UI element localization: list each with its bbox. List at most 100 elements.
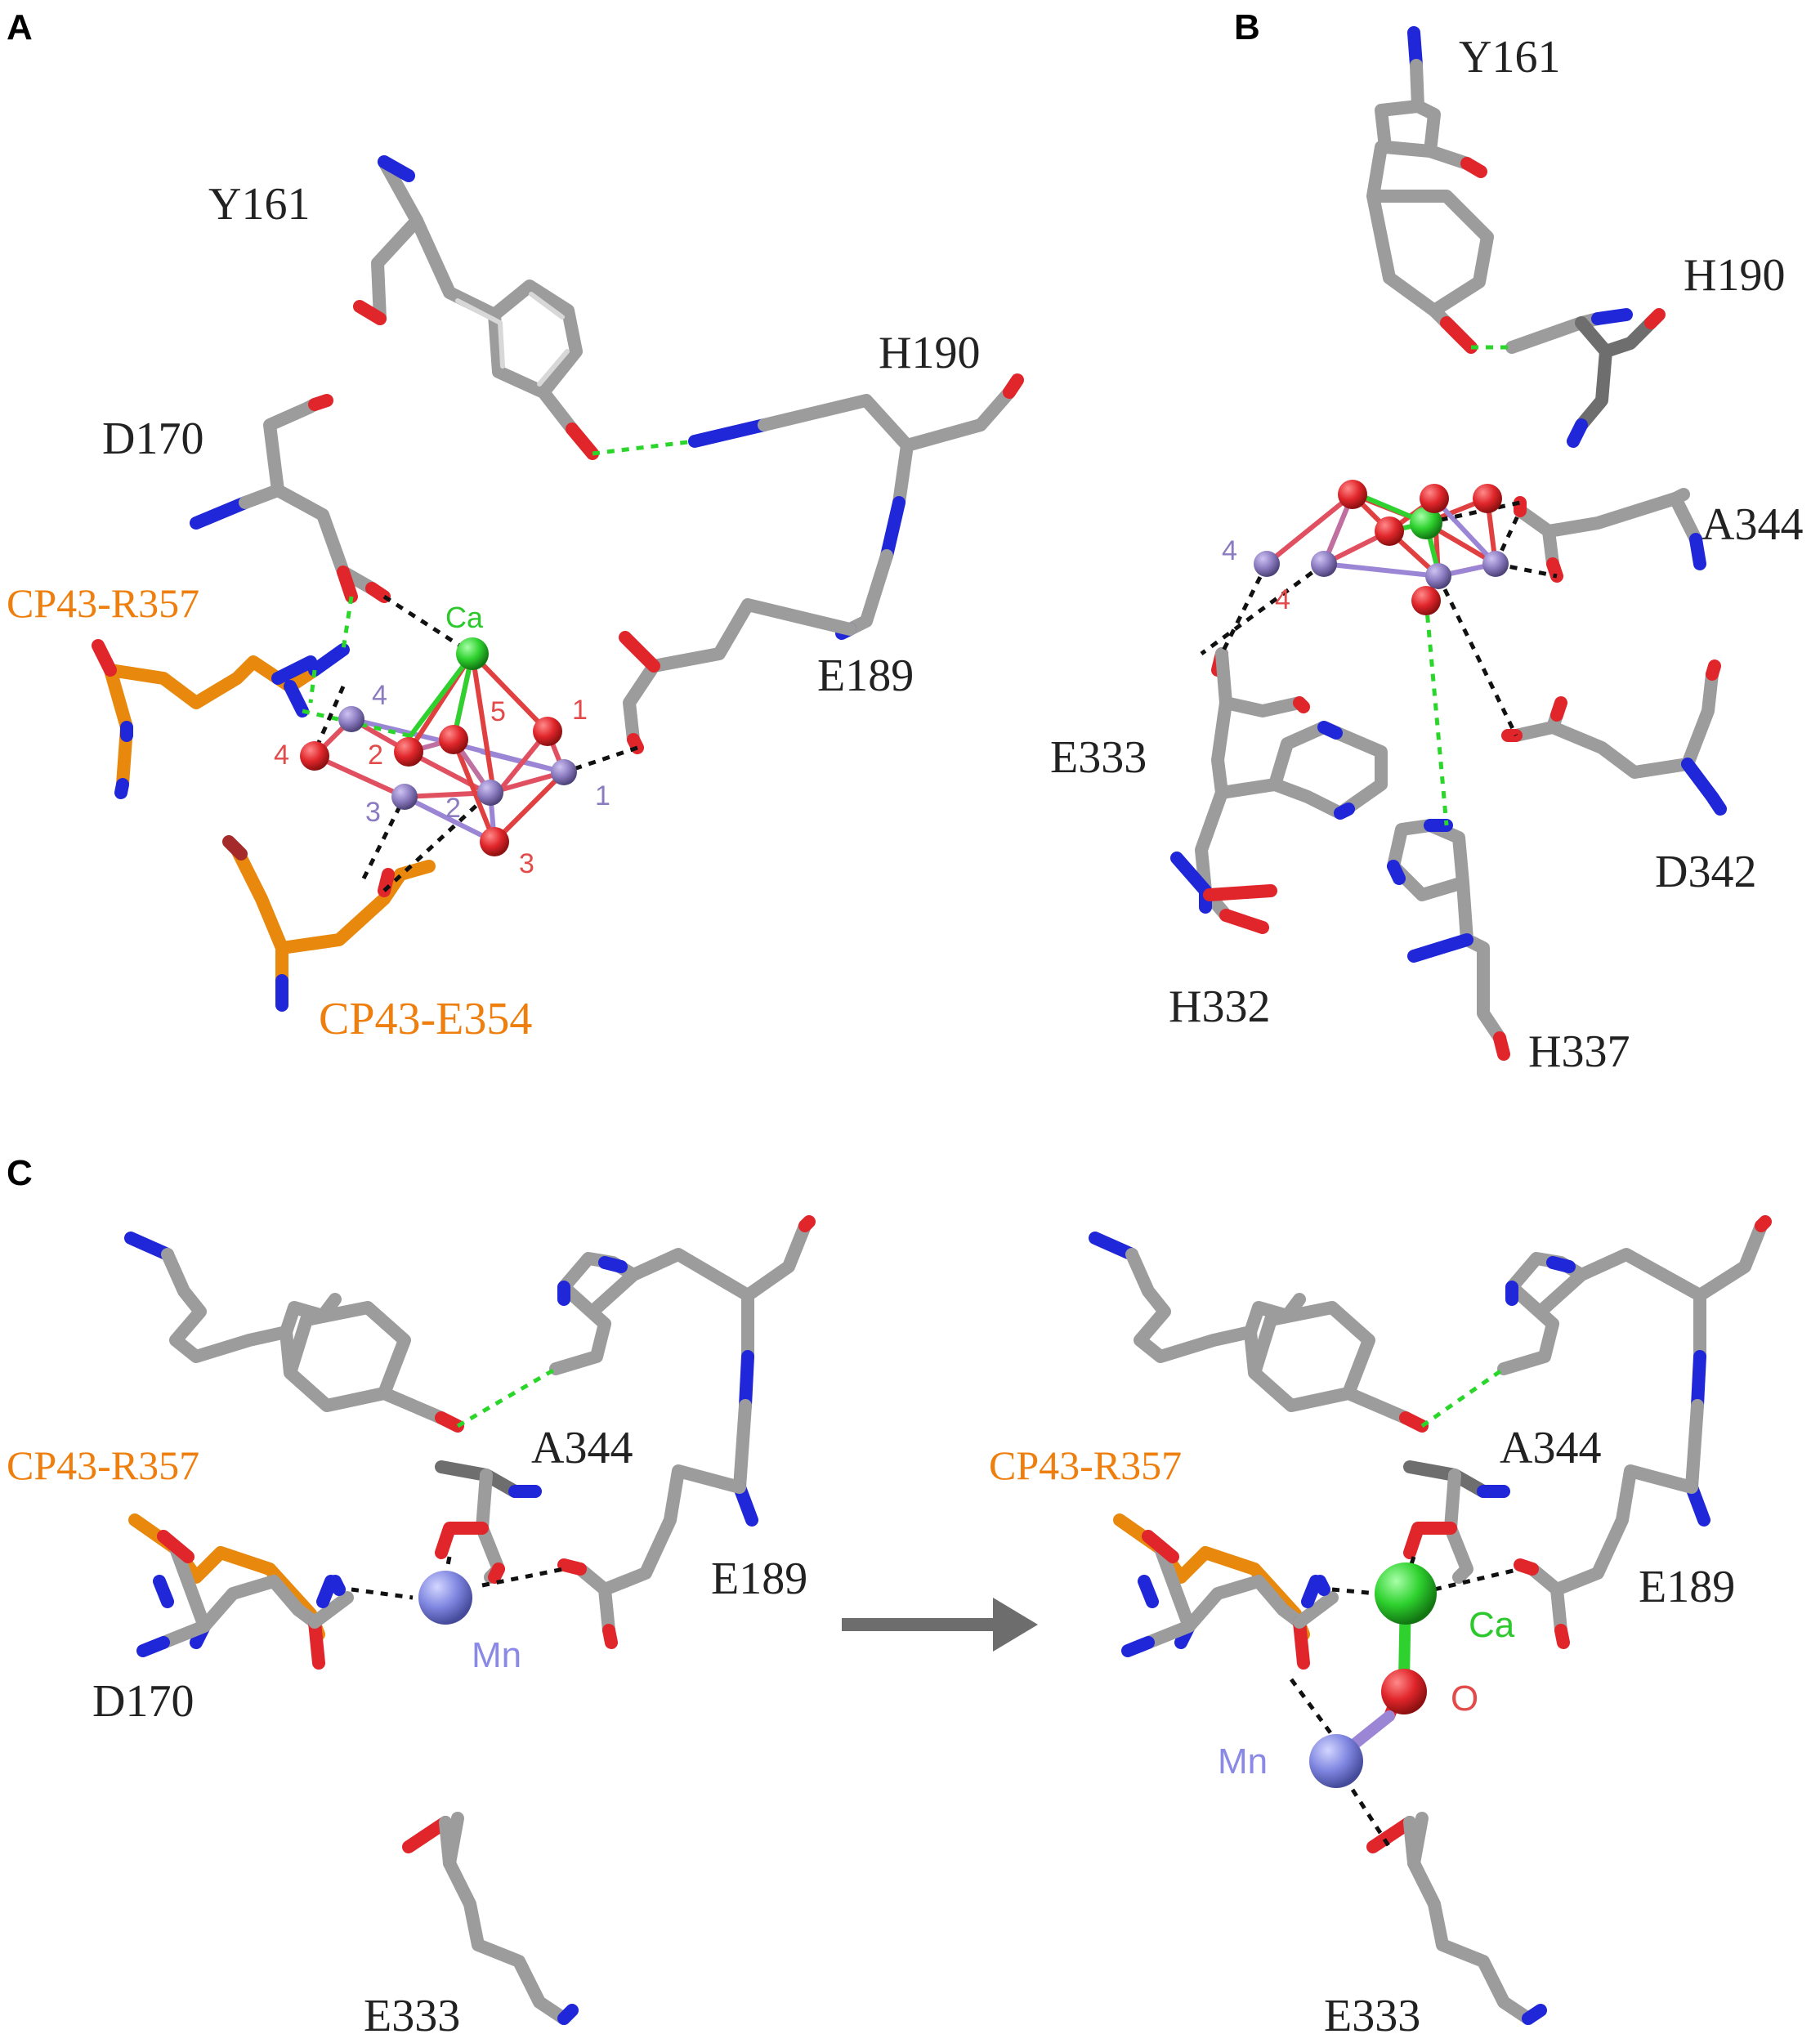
label-o-c-right: O: [1451, 1679, 1478, 1719]
mn-ion-c-right: [1309, 1734, 1363, 1788]
label-d342-b: D342: [1655, 847, 1756, 897]
hbonds-a: [302, 439, 695, 892]
cluster-atoms-a: [300, 637, 577, 856]
mn3-atom-b: [1311, 551, 1337, 577]
residue-e333-c-right: [1366, 1812, 1547, 2025]
residue-h190-b: [1505, 308, 1666, 448]
mn-ion-c-left: [418, 1571, 472, 1625]
o3-atom-b: [1411, 586, 1441, 615]
o5-atom-b: [1420, 484, 1449, 513]
label-mn2-a: 2: [445, 793, 461, 824]
label-mn4-a: 4: [372, 680, 387, 711]
label-o4-a: 4: [274, 740, 289, 771]
label-cp43-e354-a: CP43-E354: [319, 994, 532, 1044]
residue-d342-b: [1501, 659, 1727, 816]
o1-atom-a: [533, 717, 562, 746]
label-a344-b: A344: [1701, 499, 1803, 550]
arrow-head: [993, 1598, 1038, 1652]
panel-c: C: [7, 1153, 1772, 2041]
residue-e333-c-left: [402, 1812, 579, 2025]
o-atom-c-right: [1381, 1669, 1427, 1714]
residue-h190-a: [688, 373, 1024, 640]
label-y161-b: Y161: [1459, 32, 1560, 83]
o3-atom-a: [480, 827, 509, 856]
label-y161-a: Y161: [208, 179, 310, 230]
residue-y161-c-left: [124, 1232, 464, 1433]
mn4-atom-b: [1254, 551, 1280, 577]
label-o3-a: 3: [519, 848, 534, 879]
label-e189-c-left: E189: [711, 1553, 807, 1604]
label-ca-a: Ca: [445, 601, 484, 634]
label-mn3-a: 3: [365, 797, 381, 828]
residue-d170-cp43-c-left: [128, 1513, 354, 1670]
label-cp43-r357-a: CP43-R357: [7, 580, 199, 626]
o2-atom-b: [1375, 516, 1404, 546]
o1-atom-b: [1473, 484, 1502, 513]
label-o5-a: 5: [490, 696, 506, 727]
label-h190-b: H190: [1684, 250, 1785, 301]
label-o2-a: 2: [368, 740, 383, 771]
panel-c-right: A344 CP43-R357 E189 Ca O Mn E333: [989, 1215, 1772, 2041]
residue-cp43-r357-a: [92, 639, 350, 799]
label-d170-c-left: D170: [92, 1676, 194, 1727]
residue-h190-c-left: [549, 1215, 816, 1527]
label-e189-c-right: E189: [1639, 1562, 1735, 1612]
ca-atom-a: [456, 637, 489, 670]
cluster-atoms-b: [1254, 480, 1509, 615]
residue-d170-cp43-c-right: [1113, 1513, 1339, 1670]
residue-e189-a: [619, 598, 856, 754]
residue-e333-h332-b: [1170, 647, 1388, 934]
label-h337-b: H337: [1528, 1026, 1630, 1077]
ca-atom-b: [1410, 507, 1442, 539]
mn2-atom-a: [477, 780, 503, 806]
label-d170-a: D170: [102, 414, 203, 464]
label-h332-b: H332: [1169, 981, 1270, 1032]
panel-b: B: [1050, 7, 1803, 1077]
label-mn-c-right: Mn: [1218, 1741, 1268, 1781]
o4-atom-a: [300, 741, 329, 771]
label-ca-c-right: Ca: [1469, 1605, 1515, 1645]
transition-arrow: [842, 1598, 1038, 1652]
residue-a344-c-left: [435, 1460, 542, 1584]
label-e189-a: E189: [817, 650, 914, 701]
panel-c-left: A344 CP43-R357 E189 D170 Mn E333: [7, 1215, 816, 2041]
hbonds-c-right: [1289, 1366, 1521, 1849]
label-h190-a: H190: [879, 328, 980, 378]
label-mn-c-left: Mn: [472, 1635, 521, 1675]
residue-a344-c-right: [1403, 1460, 1510, 1584]
label-o4-b: 4: [1275, 584, 1290, 615]
residue-e189-c-right: [1514, 1464, 1698, 1649]
label-cp43-r357-c-right: CP43-R357: [989, 1442, 1182, 1488]
label-mn1-a: 1: [595, 780, 610, 811]
label-e333-c-right: E333: [1324, 1991, 1420, 2041]
label-e333-b: E333: [1050, 732, 1147, 783]
mn2-atom-b: [1425, 563, 1451, 589]
label-o1-a: 1: [572, 695, 588, 726]
label-e333-c-left: E333: [364, 1991, 460, 2041]
label-a344-c-right: A344: [1500, 1423, 1601, 1473]
arrow-shaft: [842, 1618, 997, 1631]
o2-atom-a: [394, 737, 423, 767]
mn3-atom-a: [391, 784, 418, 810]
residue-y161-c-right: [1089, 1232, 1429, 1433]
panel-letter-a: A: [7, 7, 33, 47]
mn1-atom-a: [551, 759, 577, 785]
residue-y161-a: [353, 155, 599, 460]
mn4-atom-a: [338, 706, 364, 732]
label-mn4-b: 4: [1222, 535, 1237, 566]
hbonds-c-left: [351, 1366, 565, 1600]
label-a344-c-left: A344: [531, 1423, 633, 1473]
label-cp43-r357-c-left: CP43-R357: [7, 1442, 199, 1488]
residue-h337-b: [1387, 819, 1510, 1061]
residue-e189-c-left: [557, 1464, 746, 1649]
panel-letter-c: C: [7, 1153, 33, 1193]
mn4cao5-cluster-bonds-a: [310, 648, 568, 847]
ca-ion-c-right: [1375, 1562, 1437, 1625]
residue-d170-a: [190, 394, 391, 603]
o4-atom-b: [1338, 480, 1367, 509]
o5-atom-a: [439, 725, 468, 754]
residue-y161-b: [1366, 26, 1494, 354]
panel-letter-b: B: [1234, 7, 1260, 47]
residue-cp43-e354-a: [222, 835, 436, 1012]
